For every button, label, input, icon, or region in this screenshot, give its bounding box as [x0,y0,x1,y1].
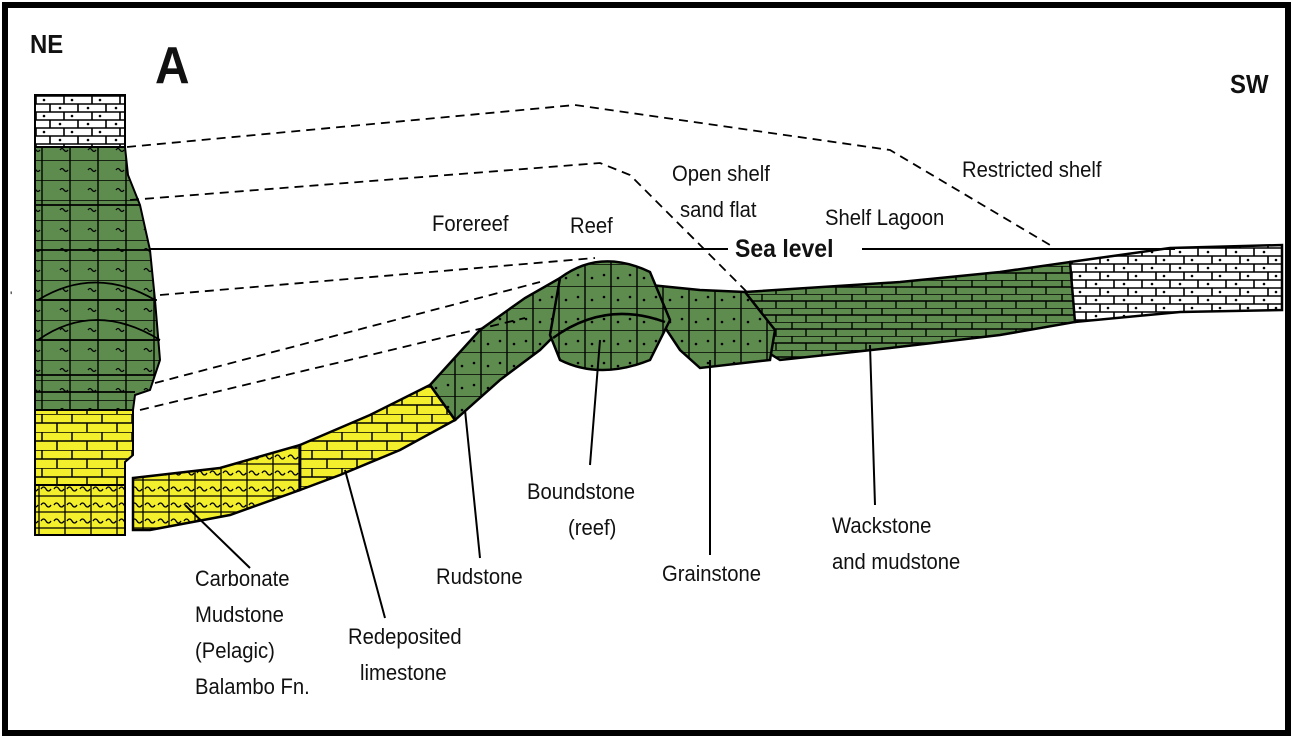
label-carbonate-4: Balambo Fn. [195,673,310,701]
direction-ne: NE [30,30,63,58]
label-reef: Reef [570,212,613,240]
label-wackstone-2: and mudstone [832,548,960,576]
label-boundstone-2: (reef) [568,514,616,542]
panel-letter: A [155,38,190,94]
label-shelf-lagoon: Shelf Lagoon [825,204,944,232]
label-redeposited-2: limestone [360,659,447,687]
label-sea-level: Sea level [735,234,833,264]
label-carbonate-1: Carbonate [195,565,290,593]
label-boundstone-1: Boundstone [527,478,635,506]
label-carbonate-2: Mudstone [195,601,284,629]
label-forereef: Forereef [432,210,509,238]
svg-text:': ' [10,289,12,303]
direction-sw: SW [1230,70,1269,98]
label-open-shelf-2: sand flat [680,196,757,224]
label-open-shelf-1: Open shelf [672,160,770,188]
label-carbonate-3: (Pelagic) [195,637,275,665]
label-restricted-shelf: Restricted shelf [962,156,1101,184]
label-rudstone: Rudstone [436,563,523,591]
label-grainstone: Grainstone [662,560,761,588]
label-redeposited-1: Redeposited [348,623,462,651]
label-wackstone-1: Wackstone [832,512,931,540]
